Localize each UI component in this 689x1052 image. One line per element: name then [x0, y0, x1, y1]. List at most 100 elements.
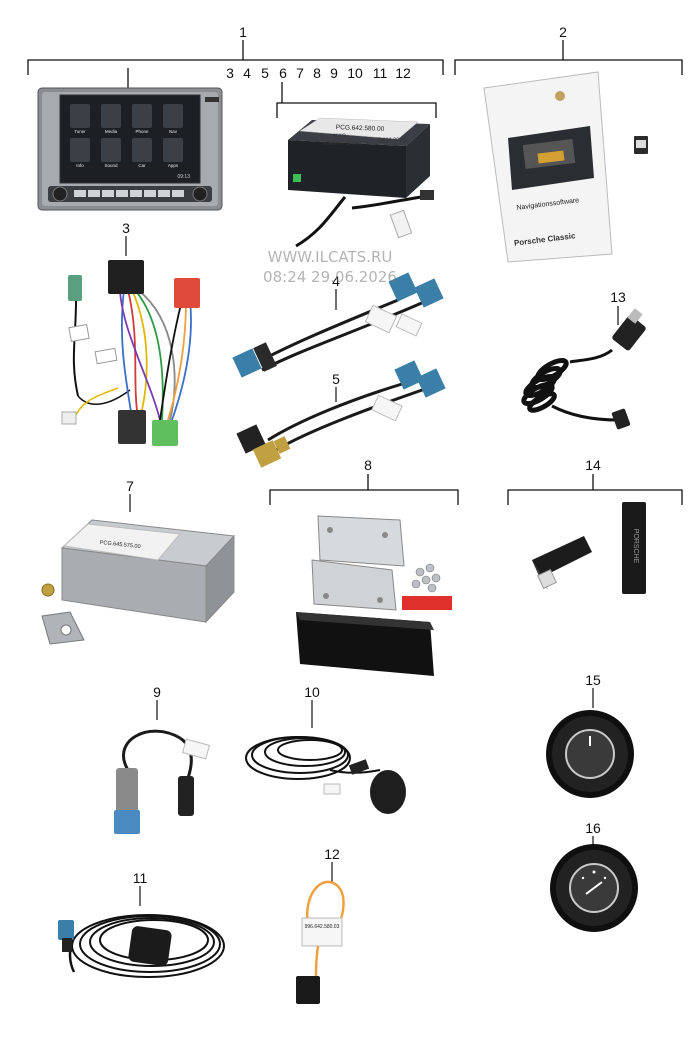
knob-16-markings	[581, 870, 607, 880]
usb-micro-plug	[611, 408, 631, 430]
mounting-bracket-kit	[296, 515, 452, 676]
control-knob-15	[546, 710, 634, 798]
fibre-loop-cable: 996.642.580.03	[296, 880, 345, 1004]
iso-connector-black	[108, 260, 144, 294]
callout-7: 7	[126, 478, 134, 494]
mic-plug	[348, 759, 370, 775]
amp-part-no: PCG.645.575.00	[99, 540, 140, 550]
tile-car: Car	[138, 163, 146, 168]
charger-small	[532, 536, 592, 578]
callout-sub-6: 6	[279, 65, 287, 81]
callout-sub-10: 10	[347, 65, 363, 81]
head-unit-right-knob	[192, 186, 208, 202]
antenna-amplifier-box: PCG.645.575.00	[41, 519, 236, 645]
tile-tuner: Tuner	[74, 129, 86, 134]
callout-9: 9	[153, 684, 161, 700]
callout-sub-9: 9	[330, 65, 338, 81]
module-cable-tag	[389, 209, 413, 239]
callout-4: 4	[332, 273, 340, 289]
head-unit-left-knob	[52, 186, 68, 202]
adhesive-pad	[402, 596, 452, 610]
callout-bracket-8	[269, 474, 459, 505]
screen-clock: 09:13	[177, 174, 190, 180]
callout-sub-5: 5	[261, 65, 269, 81]
callout-3: 3	[122, 220, 130, 236]
gps-puck	[128, 926, 172, 966]
callout-sub-8: 8	[313, 65, 321, 81]
callout-13: 13	[610, 289, 626, 305]
callout-sub-12: 12	[395, 65, 411, 81]
iso-connector-grey	[118, 410, 146, 444]
fakra-adapter-cable-5	[236, 360, 446, 468]
tile-media: Media	[105, 129, 118, 134]
callout-15: 15	[585, 672, 601, 688]
power-bank-set: PORSCHE	[532, 502, 646, 594]
callout-1: 1	[239, 24, 247, 40]
callout-2: 2	[559, 24, 567, 40]
storage-tray	[296, 612, 434, 676]
callout-1-subitems: 3 4 5 6 7 8 9 10 11 12	[226, 65, 411, 81]
callout-16: 16	[585, 820, 601, 836]
interface-module: PCG.642.580.00 KAS Made in China DAM 202…	[288, 117, 434, 248]
fibre-connector	[296, 976, 320, 1004]
usb-part-no: 996.642.580.03	[305, 924, 340, 930]
screws	[411, 563, 441, 593]
gps-fakra-connector	[58, 920, 74, 940]
callout-bracket-1	[27, 40, 444, 88]
callout-5: 5	[332, 371, 340, 387]
tile-apps: Apps	[168, 163, 179, 168]
callout-sub-7: 7	[296, 65, 304, 81]
callout-bracket-14	[507, 474, 683, 505]
control-knob-16	[550, 844, 638, 932]
callout-14: 14	[585, 457, 601, 473]
callout-sub-11: 11	[373, 65, 388, 81]
module-made-in: Made in China	[323, 141, 362, 147]
watermark-timestamp: 08:24 29.06.2026	[263, 268, 397, 286]
porsche-crest-icon	[555, 91, 565, 101]
iso-connector-green	[152, 420, 178, 446]
head-unit: Tuner Media Phone Nav Info Sound Car App…	[37, 87, 223, 211]
microphone-cable	[245, 736, 381, 780]
microphone-icon	[370, 770, 406, 814]
round-plug	[178, 776, 194, 816]
callout-bracket-6	[276, 82, 437, 118]
adapter-body-grey	[116, 768, 138, 812]
navigation-software-case: Navigationssoftware Porsche Classic	[483, 71, 648, 263]
callout-bracket-2	[454, 40, 683, 75]
charger-tube	[622, 502, 646, 594]
callout-sub-3: 3	[226, 65, 234, 81]
harness-connectors	[61, 260, 200, 446]
callout-10: 10	[304, 684, 320, 700]
tile-nav: Nav	[169, 129, 178, 134]
tile-sound: Sound	[104, 163, 118, 168]
watermark-site: WWW.ILCATS.RU	[268, 248, 393, 266]
wiring-harness	[72, 289, 192, 421]
module-part-no: PCG.642.580.00	[336, 124, 385, 133]
fakra-connector-green	[68, 275, 82, 301]
usb-coiled-cable	[521, 308, 646, 430]
usb-a-plug	[612, 315, 646, 351]
gps-antenna	[58, 914, 225, 978]
tile-phone: Phone	[135, 129, 149, 134]
callout-sub-4: 4	[243, 65, 251, 81]
module-status-led	[293, 174, 301, 182]
mic-tag	[323, 783, 341, 795]
fakra-blue-end	[114, 810, 140, 834]
adapter-cable-9	[114, 729, 211, 834]
callout-8: 8	[364, 457, 372, 473]
brand-vertical: PORSCHE	[632, 529, 639, 564]
module-date: DAM 2020	[378, 138, 407, 144]
module-cable	[295, 196, 347, 248]
screen-tiles	[70, 104, 183, 162]
module-kas: KAS	[334, 134, 346, 140]
harness-plug-white	[61, 411, 77, 425]
fakra-adapter-cable-4	[232, 272, 444, 378]
iso-connector-red	[174, 278, 200, 308]
fibre-cable-tag	[301, 917, 343, 947]
callout-12: 12	[324, 846, 340, 862]
tile-info: Info	[76, 163, 84, 168]
callout-11: 11	[133, 870, 148, 886]
sma-connector	[41, 583, 55, 597]
